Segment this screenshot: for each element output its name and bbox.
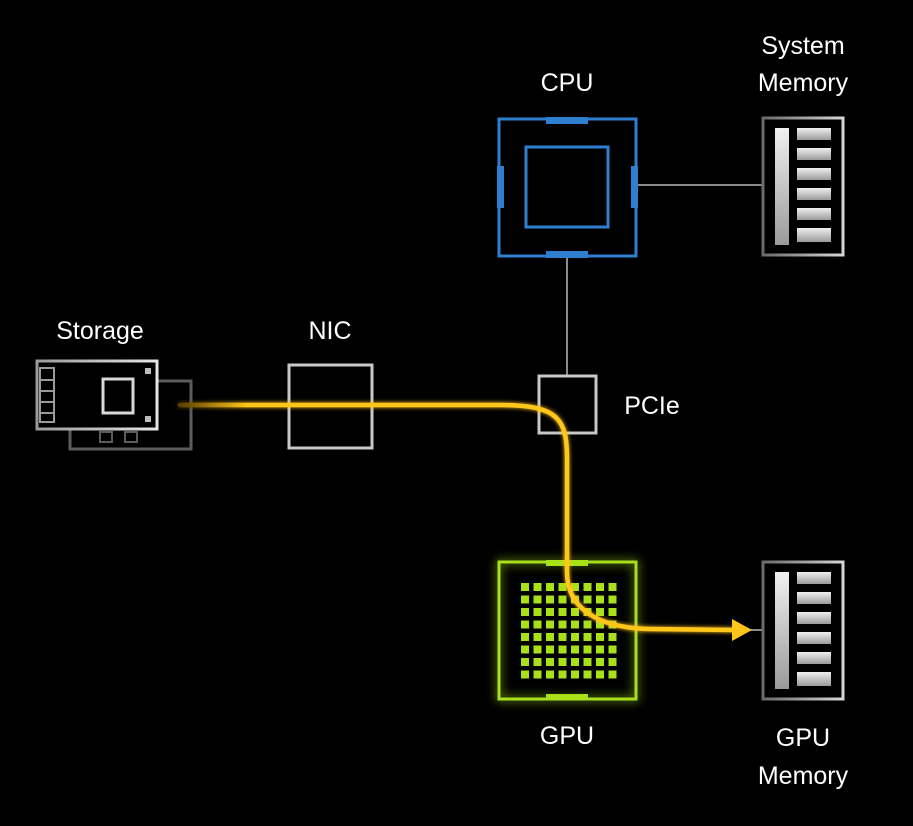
gpu-core-cell [596,583,604,591]
gpu-core-cell [558,633,567,641]
gpu-memory-module-icon [761,560,845,701]
gpu-core-cell [571,670,579,679]
gpu-core-cell [596,633,604,641]
gpu-core-cell [546,658,554,666]
system-memory-module-icon [761,116,845,257]
gpu-core-cell [571,633,579,641]
cpu-label: CPU [540,69,594,97]
gpu-memory-label-line2: Memory [757,762,849,790]
gpu-core-cell [521,608,529,616]
data-path-arrowhead [732,619,752,641]
gpu-core-cell [533,608,542,616]
gpu-core-cell [558,595,567,604]
gpu-core-cell [608,658,617,666]
gpu-core-cell [558,670,567,679]
gpu-core-cell [546,633,554,641]
gpu-core-cell [571,620,579,629]
gpu-core-cell [521,658,529,666]
gpu-core-cell [596,658,604,666]
gpu-core-cell [546,620,554,629]
gpu-core-cell [521,633,529,641]
gpu-core-cell [521,670,529,679]
gpu-core-cell [608,608,617,616]
gpu-core-cell [571,658,579,666]
gpu-core-cell [608,670,617,679]
pcie-label: PCIe [624,392,680,420]
pcie-switch-icon [537,374,598,435]
gpu-core-cell [558,608,567,616]
cpu-chip-icon [497,117,638,258]
nic-label: NIC [308,317,352,345]
gpu-core-cell [596,595,604,604]
gpu-core-cell [533,658,542,666]
gpu-core-cell [533,620,542,629]
gpu-core-cell [521,595,529,604]
gpu-core-cell [521,620,529,629]
gpu-core-cell [546,608,554,616]
gpu-core-cell [521,645,529,654]
gpu-core-cell [571,608,579,616]
gpu-core-cell [546,645,554,654]
gpu-core-cell [583,633,592,641]
gpu-core-cell [608,595,617,604]
gpu-core-cell [583,670,592,679]
gpu-core-cell [571,583,579,591]
gpu-core-cell [596,608,604,616]
gpu-core-cell [546,583,554,591]
storage-to-gpu-memory-data-path [177,402,739,633]
gpu-core-cell [558,620,567,629]
gpu-core-cell [596,620,604,629]
gpu-core-cell [608,645,617,654]
storage-drive-icon [35,359,193,451]
gpu-core-grid [521,583,617,679]
gpu-core-cell [533,670,542,679]
gpu-core-cell [533,583,542,591]
gpu-core-cell [533,595,542,604]
gpu-core-cell [596,645,604,654]
gpu-core-cell [608,633,617,641]
gpu-core-cell [521,583,529,591]
gpu-core-cell [546,670,554,679]
gpu-core-cell [583,645,592,654]
gpu-core-cell [558,658,567,666]
gpu-core-cell [608,583,617,591]
gpu-core-cell [558,645,567,654]
gpu-memory-label-line1: GPU [775,724,831,752]
gpu-core-cell [596,670,604,679]
gpu-label: GPU [539,722,595,750]
gpu-core-cell [583,583,592,591]
gpu-core-cell [546,595,554,604]
storage-label: Storage [56,317,144,345]
gpu-core-cell [533,645,542,654]
system-memory-label-line1: System [761,32,845,60]
gpu-core-cell [583,620,592,629]
gpu-core-cell [571,645,579,654]
gpu-core-cell [583,658,592,666]
gpu-core-cell [583,595,592,604]
gpu-core-cell [533,633,542,641]
system-memory-label-line2: Memory [757,69,849,97]
gpu-core-cell [558,583,567,591]
